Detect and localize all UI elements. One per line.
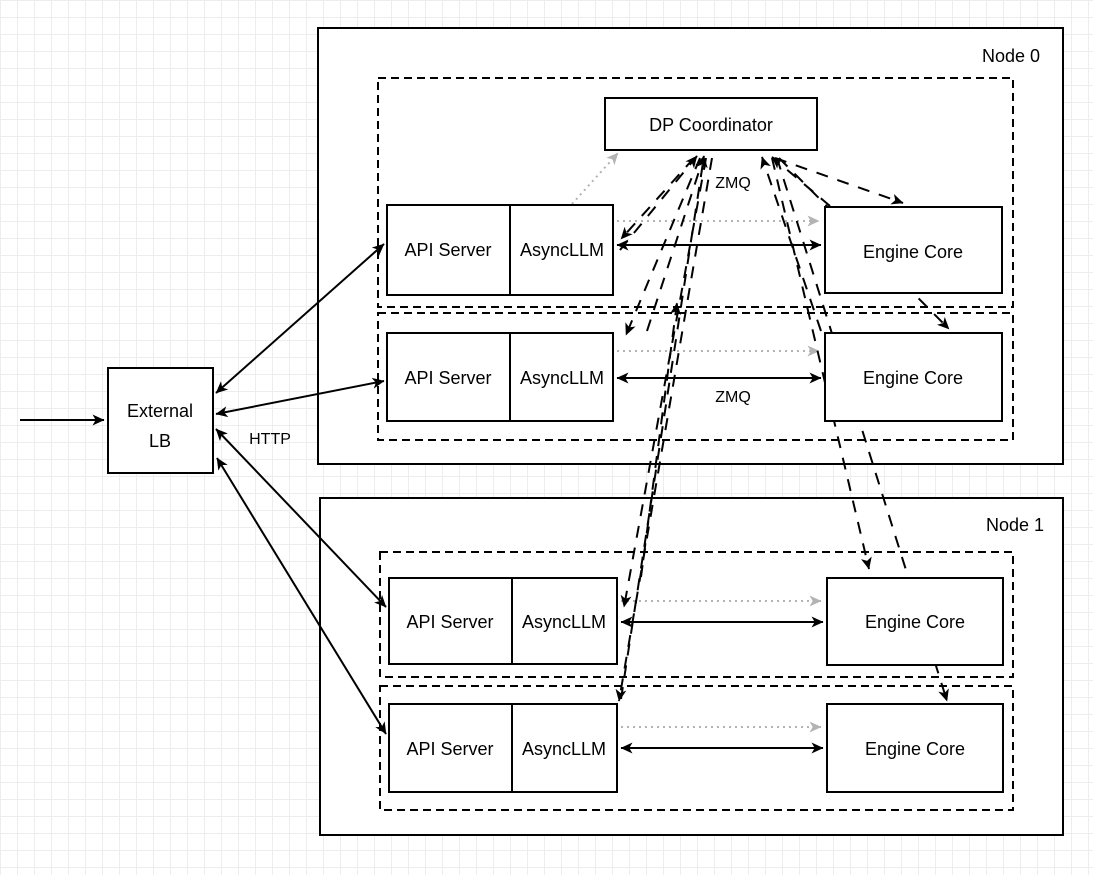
api-server-label-rank3: API Server bbox=[406, 739, 493, 759]
edge-dp-coordinator-to-async-llm-rank3 bbox=[615, 157, 713, 702]
edge-dp-coordinator-to-async-llm-rank1 bbox=[625, 157, 701, 336]
engine-core-label-rank1: Engine Core bbox=[863, 368, 963, 388]
edge-external-lb-to-api-server-rank3 bbox=[216, 457, 387, 735]
edge-dp-coordinator-to-engine-core-rank2 bbox=[771, 157, 872, 570]
engine-core-box-rank1 bbox=[824, 332, 1003, 422]
node0-label: Node 0 bbox=[982, 46, 1040, 66]
edge-dp-coordinator-to-engine-core-rank3 bbox=[776, 157, 949, 702]
http-edge-label: HTTP bbox=[249, 431, 291, 448]
engine-core-box-rank0 bbox=[824, 206, 1003, 294]
external-lb-label-line2: LB bbox=[149, 431, 171, 451]
edge-async-llm-rank2-to-node0-rank0-group bbox=[640, 302, 681, 578]
engine-core-label-rank3: Engine Core bbox=[865, 739, 965, 759]
engine-core-box-rank3 bbox=[826, 703, 1004, 793]
node1-rank2-group bbox=[379, 551, 1014, 678]
node1-label: Node 1 bbox=[986, 515, 1044, 535]
node0-rank0-group bbox=[377, 77, 1014, 308]
dp-coordinator-label: DP Coordinator bbox=[649, 115, 773, 135]
external-lb-box bbox=[107, 367, 214, 474]
zmq-engine-edge-label: ZMQ bbox=[715, 389, 751, 406]
edge-dp-coordinator-to-engine-core-rank0 bbox=[774, 157, 904, 205]
edge-dp-coordinator-to-async-llm-rank0 bbox=[620, 157, 695, 240]
edge-dp-coordinator-to-async-llm-rank2 bbox=[620, 157, 707, 608]
async-llm-label-rank0: AsyncLLM bbox=[520, 240, 604, 260]
dp-coordinator-box bbox=[604, 97, 818, 151]
edge-external-lb-to-api-server-rank1 bbox=[215, 377, 385, 418]
api-async-box-rank0 bbox=[386, 204, 614, 296]
api-server-label-rank0: API Server bbox=[404, 240, 491, 260]
edges-layer bbox=[20, 152, 950, 754]
node1-rank3-group bbox=[379, 685, 1014, 811]
async-llm-label-rank3: AsyncLLM bbox=[522, 739, 606, 759]
async-llm-label-rank2: AsyncLLM bbox=[522, 612, 606, 632]
engine-core-label-rank0: Engine Core bbox=[863, 242, 963, 262]
api-server-label-rank2: API Server bbox=[406, 612, 493, 632]
api-async-box-rank2 bbox=[388, 577, 618, 665]
zmq-coordinator-edge-label: ZMQ bbox=[715, 175, 751, 192]
async-llm-label-rank1: AsyncLLM bbox=[520, 368, 604, 388]
edge-async-llm-rank1-to-dp-coordinator bbox=[646, 155, 706, 332]
edge-external-lb-to-api-server-rank0 bbox=[215, 243, 385, 394]
engine-core-label-rank2: Engine Core bbox=[865, 612, 965, 632]
api-async-box-rank1 bbox=[386, 332, 614, 422]
external-lb-label-line1: External bbox=[127, 401, 193, 421]
api-server-label-rank1: API Server bbox=[404, 368, 491, 388]
api-async-box-rank3 bbox=[388, 703, 618, 793]
edge-async-llm-rank3-to-dp-coordinator bbox=[620, 155, 708, 700]
engine-core-box-rank2 bbox=[826, 577, 1004, 666]
